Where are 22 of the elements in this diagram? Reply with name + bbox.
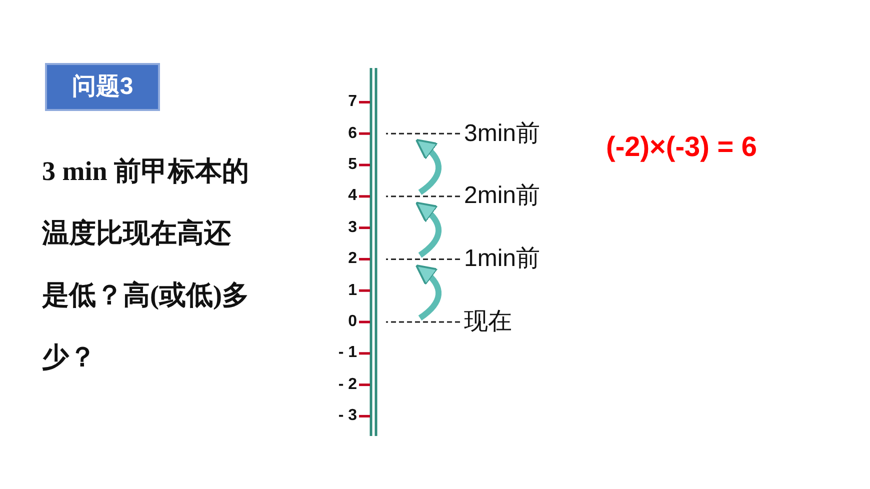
tick-label: 1 — [348, 280, 357, 301]
question-text: 3 min 前甲标本的温度比现在高还是低？高(或低)多少？ — [42, 155, 250, 374]
leader-line — [386, 258, 460, 260]
tick-label: - 3 — [338, 406, 357, 426]
tick-label: - 1 — [338, 343, 357, 364]
leader-line — [386, 321, 460, 323]
level-label: 3min前 — [464, 118, 540, 149]
tick-label: 6 — [348, 124, 357, 144]
tick-label: - 2 — [338, 374, 357, 395]
level-label: 现在 — [464, 307, 512, 337]
leader-line — [386, 196, 460, 198]
question-tag: 问题3 — [45, 63, 160, 111]
level-label: 2min前 — [464, 181, 540, 212]
leader-line — [386, 132, 460, 134]
tick-label: 3 — [348, 218, 357, 238]
tick-label: 5 — [348, 155, 357, 175]
tick-label: 0 — [348, 312, 357, 332]
formula-text: (-2)×(-3) = 6 — [606, 131, 757, 163]
level-label: 1min前 — [464, 244, 540, 274]
tick-label: 2 — [348, 249, 357, 270]
tick-label: 7 — [348, 92, 357, 112]
tick-label: 4 — [348, 186, 357, 206]
